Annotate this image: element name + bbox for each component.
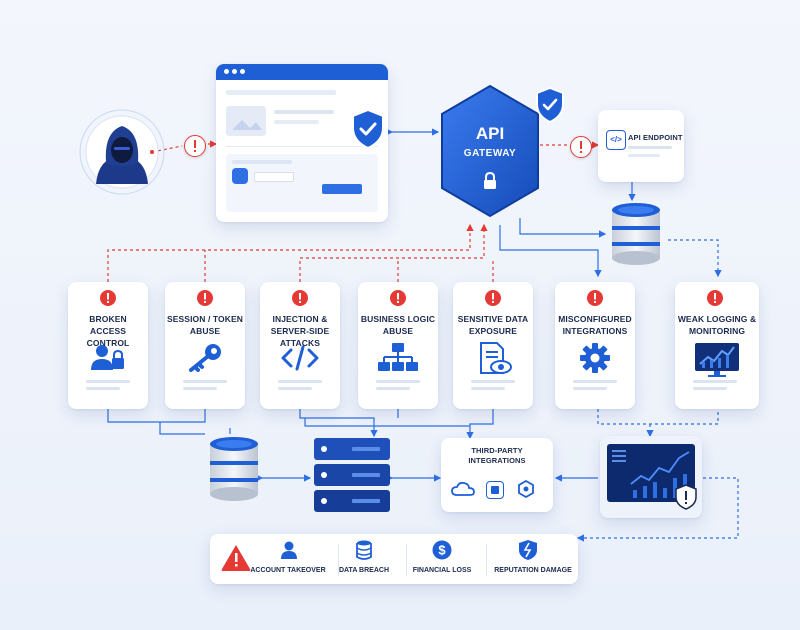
- third-party-integrations-card[interactable]: THIRD-PARTY INTEGRATIONS: [441, 438, 553, 512]
- database-icon: [210, 437, 258, 501]
- user-lock-icon: [91, 345, 124, 370]
- alert-icon: [100, 290, 116, 306]
- risk-label: BUSINESS LOGIC ABUSE: [360, 314, 436, 336]
- third-party-label: THIRD-PARTY INTEGRATIONS: [468, 446, 526, 465]
- monitoring-dashboard-panel: [600, 436, 702, 518]
- alert-icon: [197, 290, 213, 306]
- hacker-icon: [79, 109, 165, 195]
- shield-check-icon: [536, 86, 564, 124]
- dollar-icon: $: [432, 540, 452, 560]
- gateway-hexagon: [441, 84, 539, 218]
- web-application-window: [216, 64, 388, 222]
- gateway-subtitle: GATEWAY: [463, 148, 517, 159]
- risk-label: BROKEN ACCESS CONTROL: [86, 314, 130, 348]
- risk-label: SENSITIVE DATA EXPOSURE: [457, 314, 529, 336]
- warning-triangle-icon: [221, 545, 251, 571]
- alert-badge: [184, 135, 206, 157]
- risk-card-weak-logging[interactable]: WEAK LOGGING & MONITORING: [675, 282, 759, 409]
- risk-card-misconfigured[interactable]: MISCONFIGURED INTEGRATIONS: [555, 282, 635, 409]
- code-icon: </>: [606, 130, 626, 150]
- key-icon: [189, 344, 221, 372]
- database-icon: [356, 540, 372, 560]
- impact-label: DATA BREACH: [338, 567, 390, 574]
- risk-label: MISCONFIGURED INTEGRATIONS: [558, 314, 632, 336]
- api-gateway[interactable]: API GATEWAY: [438, 82, 542, 220]
- alert-badge: [570, 136, 592, 158]
- impact-label: FINANCIAL LOSS: [412, 567, 472, 574]
- alert-icon: [390, 290, 406, 306]
- hierarchy-icon: [378, 343, 418, 371]
- impact-label: ACCOUNT TAKEOVER: [250, 567, 326, 574]
- risk-card-session-token-abuse[interactable]: SESSION / TOKEN ABUSE: [165, 282, 245, 409]
- code-icon: [281, 345, 319, 371]
- risk-card-broken-access-control[interactable]: BROKEN ACCESS CONTROL: [68, 282, 148, 409]
- user-icon: [281, 541, 297, 559]
- risk-card-injection[interactable]: INJECTION & SERVER-SIDE ATTACKS: [260, 282, 340, 409]
- risk-label: INJECTION & SERVER-SIDE ATTACKS: [270, 314, 330, 348]
- risk-card-sensitive-data[interactable]: SENSITIVE DATA EXPOSURE: [453, 282, 533, 409]
- document-eye-icon: [480, 342, 512, 374]
- cloud-icon: [451, 481, 475, 496]
- database-icon: [612, 203, 660, 265]
- server-stack-icon: [314, 438, 390, 512]
- warning-shield-icon: [675, 484, 697, 510]
- gear-icon: [580, 343, 610, 373]
- hexagon-integration-icon: [518, 480, 534, 498]
- lock-icon: [484, 172, 496, 189]
- alert-icon: [587, 290, 603, 306]
- integration-icon: [486, 481, 504, 499]
- alert-icon: [707, 290, 723, 306]
- user-avatar-icon: [232, 168, 248, 184]
- login-form: [226, 154, 378, 212]
- submit-button[interactable]: [322, 184, 362, 194]
- alert-icon: [485, 290, 501, 306]
- image-placeholder: [226, 106, 266, 136]
- attacker-avatar: [78, 108, 166, 196]
- api-endpoint-label: API ENDPOINT: [628, 133, 683, 142]
- chart-monitor-icon: [695, 343, 739, 377]
- shield-check-icon: [352, 108, 384, 150]
- risk-card-business-logic[interactable]: BUSINESS LOGIC ABUSE: [358, 282, 438, 409]
- alert-icon: [292, 290, 308, 306]
- risk-label: WEAK LOGGING & MONITORING: [677, 314, 757, 336]
- gateway-title: API: [475, 124, 505, 143]
- window-titlebar: [216, 64, 388, 80]
- api-endpoint-card[interactable]: </> API ENDPOINT: [598, 110, 684, 182]
- broken-shield-icon: [519, 540, 537, 560]
- svg-text:$: $: [438, 543, 446, 558]
- risk-label: SESSION / TOKEN ABUSE: [167, 314, 243, 336]
- impact-summary-bar: ACCOUNT TAKEOVER DATA BREACH $ FINANCIAL…: [210, 534, 578, 584]
- impact-label: REPUTATION DAMAGE: [494, 567, 572, 574]
